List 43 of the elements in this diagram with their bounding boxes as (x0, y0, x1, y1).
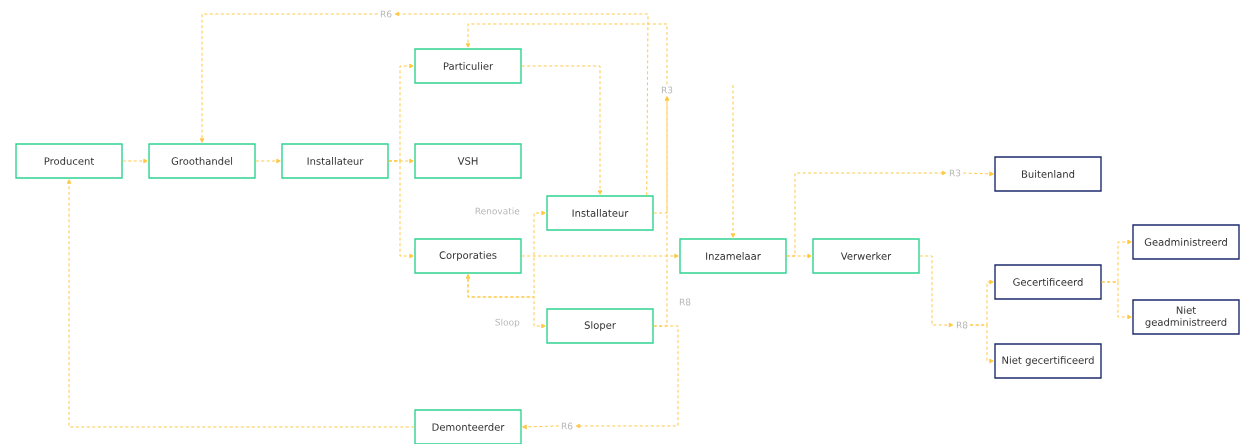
arrow (66, 179, 415, 428)
process-box: Producent (15, 143, 123, 179)
arrow (522, 424, 560, 430)
process-box: Demonteerder (414, 409, 522, 444)
process-box: Niet gecertificeerd (994, 343, 1102, 379)
arrow (199, 13, 379, 143)
flow-code-label: R3 (661, 86, 673, 94)
annotation-text: Sloop (495, 318, 520, 328)
arrow (465, 210, 546, 298)
process-box: Sloper (546, 308, 654, 344)
arrow (122, 158, 148, 164)
arrow (521, 65, 603, 195)
process-box: Installateur (281, 143, 389, 179)
arrow (467, 273, 546, 329)
flow-code-label: R8 (956, 321, 968, 329)
arrow (730, 84, 736, 238)
flow-code-label: R6 (380, 10, 392, 18)
process-box: Installateur (546, 195, 654, 231)
process-box: Buitenland (994, 156, 1102, 192)
process-box: Inzamelaar (679, 238, 787, 274)
arrow (969, 324, 994, 364)
annotation-text: R8 (679, 298, 691, 306)
flow-code-label: R6 (561, 422, 573, 430)
arrow (919, 255, 954, 328)
process-box: Geadministreerd (1132, 224, 1240, 260)
arrow (786, 170, 947, 257)
arrow (521, 253, 679, 259)
flow-code-label: R3 (949, 169, 961, 177)
process-box: Gecertificeerd (994, 264, 1102, 300)
annotation-text: Renovatie (475, 207, 520, 215)
process-box: VSH (414, 143, 522, 179)
process-box: Particulier (414, 48, 522, 84)
process-box: Niet geadministreerd (1132, 299, 1240, 335)
arrow (255, 158, 281, 164)
process-box: Groothandel (148, 143, 256, 179)
process-box: Corporaties (414, 238, 522, 274)
arrow (465, 23, 668, 85)
arrow (962, 171, 994, 177)
arrow (394, 11, 649, 196)
arrow (388, 160, 414, 259)
process-box: Verwerker (812, 238, 920, 274)
arrow (1101, 281, 1132, 320)
arrow (575, 325, 679, 429)
